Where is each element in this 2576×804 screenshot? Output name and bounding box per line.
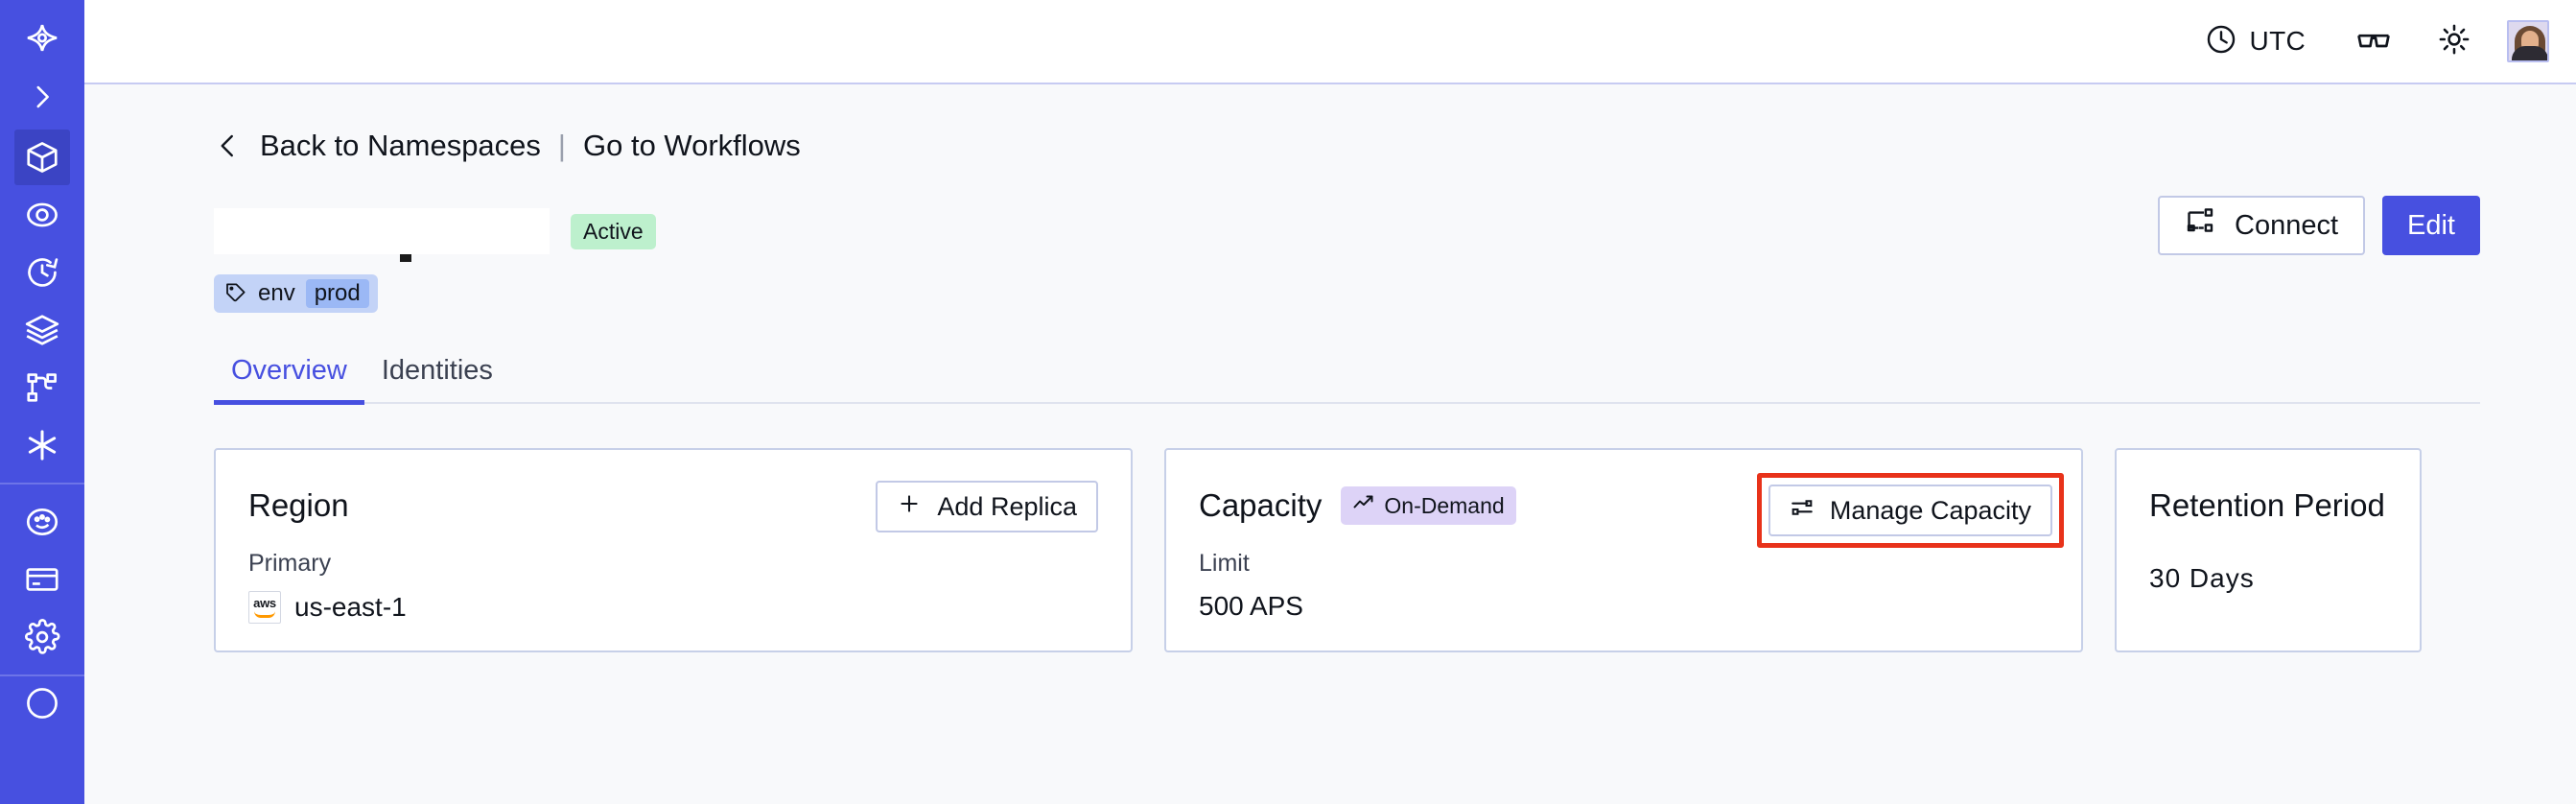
layers-stack-icon [24, 312, 60, 348]
sidebar-item-workflows[interactable] [14, 360, 70, 415]
region-card: Region Add Replica Primary [214, 448, 1133, 652]
retention-card-header: Retention Period [2149, 483, 2387, 529]
header-actions: Connect Edit [2158, 196, 2480, 255]
main-area: UTC [84, 0, 2576, 804]
aws-logo-icon: aws [248, 591, 281, 624]
breadcrumb-workflows-link[interactable]: Go to Workflows [582, 129, 801, 162]
namespace-header: Active [214, 196, 2480, 262]
connect-button-label: Connect [2235, 209, 2339, 241]
tag-value: prod [305, 279, 369, 308]
manage-capacity-highlight: Manage Capacity [1756, 473, 2064, 548]
theme-toggle-button[interactable] [2426, 13, 2482, 69]
asterisk-icon [23, 426, 61, 464]
manage-capacity-button[interactable]: Manage Capacity [1768, 485, 2052, 536]
app-logo[interactable] [0, 15, 84, 69]
retention-card-title: Retention Period [2149, 487, 2385, 523]
sun-icon [2437, 22, 2471, 61]
top-bar: UTC [84, 0, 2576, 84]
clock-icon [2205, 23, 2237, 60]
capacity-limit-label: Limit [1199, 550, 1250, 577]
tag-icon [224, 280, 247, 308]
on-demand-badge-label: On-Demand [1384, 492, 1505, 518]
status-badge: Active [571, 213, 656, 249]
region-value-row: aws us-east-1 [248, 591, 1098, 624]
aws-smile [254, 611, 275, 618]
connect-nodes-icon [2185, 206, 2215, 245]
tab-identities[interactable]: Identities [364, 355, 510, 402]
breadcrumb-separator: | [557, 129, 566, 162]
sidebar-item-namespaces[interactable] [14, 130, 70, 185]
capacity-card-header: Capacity On-Demand [1199, 483, 2049, 529]
breadcrumb-back-link[interactable]: Back to Namespaces [260, 129, 541, 162]
capacity-card: Capacity On-Demand [1164, 448, 2083, 652]
chevron-left-icon[interactable] [214, 130, 243, 162]
edit-button-label: Edit [2407, 209, 2455, 241]
chevron-right-icon [26, 81, 59, 118]
connect-button[interactable]: Connect [2158, 196, 2366, 255]
clock-history-icon [24, 254, 60, 291]
capacity-card-title: Capacity [1199, 487, 1323, 523]
gear-settings-icon [24, 619, 60, 655]
sidebar-item-history[interactable] [14, 245, 70, 300]
tag-env-prod[interactable]: env prod [214, 274, 378, 313]
timezone-selector[interactable]: UTC [2205, 23, 2306, 60]
on-demand-badge: On-Demand [1341, 486, 1516, 525]
tab-overview[interactable]: Overview [214, 355, 364, 405]
cube-namespaces-icon [24, 139, 60, 176]
manage-capacity-label: Manage Capacity [1829, 495, 2031, 525]
main-sidebar [0, 0, 84, 804]
sidebar-divider-1 [0, 483, 84, 485]
tag-key: env [258, 280, 295, 306]
region-value: us-east-1 [294, 592, 407, 622]
plus-icon [897, 491, 922, 523]
overview-cards: Region Add Replica Primary [214, 448, 2480, 652]
palette-theme-icon [24, 504, 60, 540]
temporal-logo-icon [23, 21, 61, 64]
sidebar-divider-2 [0, 674, 84, 676]
avatar-body [2512, 46, 2547, 60]
help-circle-icon [24, 685, 60, 726]
region-primary-label: Primary [248, 550, 332, 577]
sidebar-item-theme[interactable] [14, 494, 70, 550]
sidebar-item-layers[interactable] [14, 302, 70, 358]
namespace-tags: env prod [214, 274, 2480, 313]
sidebar-item-settings[interactable] [14, 609, 70, 665]
page-title [214, 208, 550, 262]
credit-card-billing-icon [24, 561, 60, 598]
region-card-header: Region [248, 483, 1098, 529]
add-replica-button[interactable]: Add Replica [876, 481, 1098, 532]
add-replica-label: Add Replica [937, 491, 1077, 521]
tab-bar: Overview Identities [214, 355, 2480, 405]
retention-card: Retention Period 30 Days [2115, 448, 2422, 652]
avatar[interactable] [2507, 20, 2549, 62]
glasses-icon [2355, 21, 2392, 62]
sidebar-expand-button[interactable] [0, 69, 84, 129]
title-descender-mark [400, 254, 411, 262]
glasses-button[interactable] [2346, 13, 2401, 69]
sliders-icon [1790, 495, 1815, 527]
breadcrumb: Back to Namespaces | Go to Workflows [214, 129, 2480, 163]
trending-up-icon [1352, 491, 1375, 520]
sidebar-item-billing[interactable] [14, 552, 70, 607]
content-area: Back to Namespaces | Go to Workflows Act… [84, 84, 2576, 804]
sidebar-item-help[interactable] [0, 685, 84, 735]
region-card-title: Region [248, 487, 349, 523]
sidebar-item-observability[interactable] [14, 187, 70, 243]
edit-button[interactable]: Edit [2382, 196, 2480, 255]
sidebar-item-asterisk[interactable] [14, 417, 70, 473]
aws-logo-text: aws [253, 596, 276, 610]
timezone-label: UTC [2249, 26, 2306, 56]
workflow-branch-icon [24, 369, 60, 406]
capacity-value: 500 APS [1199, 591, 1303, 621]
eye-observability-icon [24, 197, 60, 233]
retention-value: 30 Days [2149, 563, 2255, 593]
